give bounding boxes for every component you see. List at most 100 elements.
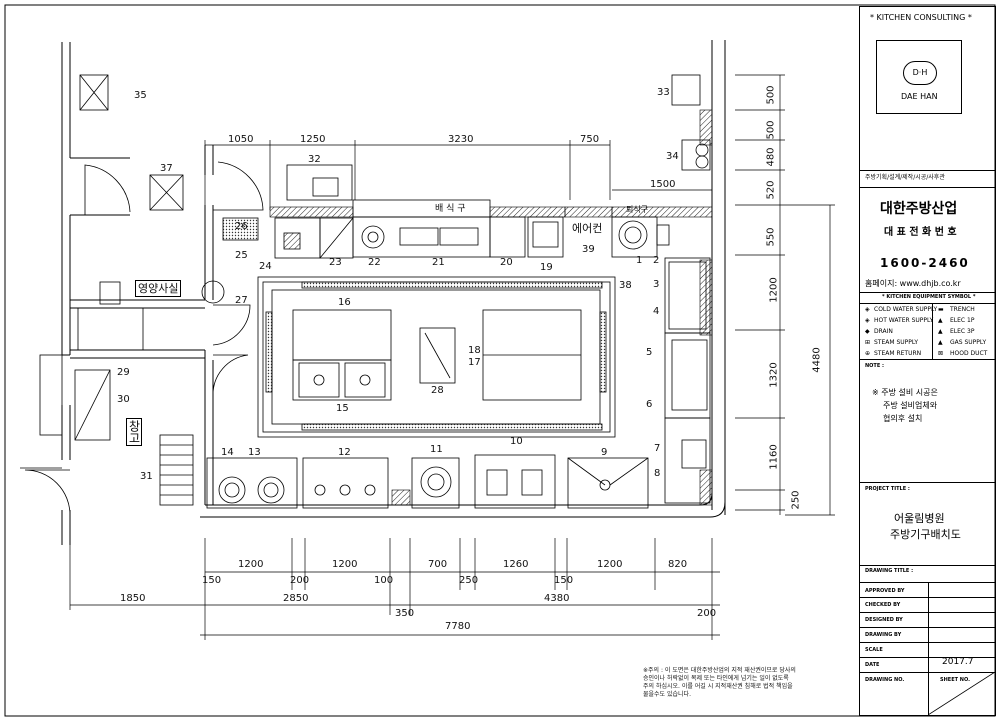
center-island bbox=[257, 276, 616, 438]
dim-bottom-r2-5: 150 bbox=[554, 575, 574, 586]
dim-bottom-r2-4: 250 bbox=[459, 575, 479, 586]
item-number: 15 bbox=[336, 403, 349, 414]
item-number: 1 bbox=[636, 255, 643, 266]
item-number: 35 bbox=[134, 90, 147, 101]
project-title-line1: 어울림병원 bbox=[894, 512, 945, 525]
item-number: 33 bbox=[657, 87, 670, 98]
item-number: 10 bbox=[510, 436, 523, 447]
drawing-title-label: DRAWING TITLE : bbox=[865, 568, 914, 574]
dim-bottom-5: 1200 bbox=[597, 559, 623, 570]
item-number: 31 bbox=[140, 471, 153, 482]
dim-bottom-4: 1260 bbox=[503, 559, 529, 570]
left-equipment bbox=[39, 74, 259, 506]
dim-right-3: 480 bbox=[765, 147, 777, 167]
serving-window-label: 배 식 구 bbox=[435, 204, 466, 214]
item-number: 30 bbox=[117, 394, 130, 405]
field-label: DESIGNED BY bbox=[865, 617, 903, 623]
item-number: 3 bbox=[653, 279, 660, 290]
dim-top-4: 750 bbox=[580, 134, 600, 145]
dim-bottom-r2-2: 200 bbox=[290, 575, 310, 586]
symbol-row: ◆DRAIN▲ELEC 3P bbox=[865, 328, 975, 335]
item-number: 39 bbox=[582, 244, 595, 255]
dim-bottom-3: 700 bbox=[428, 559, 448, 570]
item-number: 34 bbox=[666, 151, 679, 162]
project-title-label: PROJECT TITLE : bbox=[865, 486, 910, 492]
phone-label: 대 표 전 화 번 호 bbox=[884, 227, 957, 238]
field-label: DRAWING BY bbox=[865, 632, 902, 638]
item-number: 37 bbox=[160, 163, 173, 174]
dim-bottom-r3-1: 1850 bbox=[120, 593, 146, 604]
dim-bottom-1: 1200 bbox=[238, 559, 264, 570]
item-number: 8 bbox=[654, 468, 661, 479]
note-line: 주의 하십시오. 이를 어길 시 지적재산권 침해로 법적 책임을 bbox=[643, 683, 793, 690]
dim-total-bottom: 7780 bbox=[445, 621, 471, 632]
item-number: 27 bbox=[235, 295, 248, 306]
item-number: 16 bbox=[338, 297, 351, 308]
storage-label: 창고 bbox=[126, 418, 142, 446]
item-number: 32 bbox=[308, 154, 321, 165]
date-value: 2017.7 bbox=[942, 657, 974, 667]
item-number: 25 bbox=[235, 250, 248, 261]
company-logo: D·H DAE HAN bbox=[876, 40, 962, 114]
return-window-label: 퇴식구 bbox=[626, 205, 649, 214]
note-text: 협의후 설치 bbox=[883, 414, 923, 423]
dim-total-right: 4480 bbox=[811, 347, 823, 373]
project-title-line2: 주방기구배치도 bbox=[890, 528, 961, 541]
logo-mark: D·H bbox=[903, 61, 937, 85]
dim-bottom-r4-2: 200 bbox=[697, 608, 717, 619]
item-number: 11 bbox=[430, 444, 443, 455]
aircon-label: 에어컨 bbox=[572, 222, 603, 235]
field-label: CHECKED BY bbox=[865, 602, 901, 608]
symbol-row: ◈COLD WATER SUPPLY▬TRENCH bbox=[865, 306, 975, 313]
dim-right-4: 520 bbox=[765, 180, 777, 200]
sheet-no-slash bbox=[928, 672, 995, 715]
dim-top-1: 1050 bbox=[228, 134, 254, 145]
item-number: 5 bbox=[646, 347, 653, 358]
dim-right-2: 500 bbox=[765, 120, 777, 140]
sheet-no-label: SHEET NO. bbox=[940, 677, 970, 683]
item-number: 4 bbox=[653, 306, 660, 317]
item-number: 17 bbox=[468, 357, 481, 368]
note-line: 물을수도 있습니다. bbox=[643, 691, 691, 698]
door-swings bbox=[20, 161, 264, 516]
dim-bottom-r2-3: 100 bbox=[374, 575, 394, 586]
copyright-note: ※주의 : 이 도면은 대한주방산업의 지적 재산권이므로 당사의 승인이나 허… bbox=[643, 668, 848, 698]
item-number: 6 bbox=[646, 399, 653, 410]
dim-top-3: 3230 bbox=[448, 134, 474, 145]
note-text: 주방 설비업체와 bbox=[883, 401, 938, 410]
dim-bottom-2: 1200 bbox=[332, 559, 358, 570]
item-number: 23 bbox=[329, 257, 342, 268]
front-row-equipment bbox=[274, 164, 670, 259]
nutrition-room-label: 영양사실 bbox=[135, 280, 182, 297]
dim-right-8: 1160 bbox=[768, 444, 780, 470]
dim-right-9: 250 bbox=[790, 490, 802, 510]
item-number: 2 bbox=[653, 255, 660, 266]
dims-right: 500 500 480 520 550 1200 1320 1160 250 bbox=[762, 80, 802, 520]
title-block-header: * KITCHEN CONSULTING * bbox=[870, 13, 972, 22]
field-label: APPROVED BY bbox=[865, 588, 905, 594]
services-text: 주방기획/설계/제작/시공/사후관 bbox=[865, 174, 945, 181]
title-block: * KITCHEN CONSULTING * D·H DAE HAN 주방기획/… bbox=[859, 6, 996, 716]
item-number: 26 bbox=[235, 221, 248, 232]
item-number: 22 bbox=[368, 257, 381, 268]
item-number: 38 bbox=[619, 280, 632, 291]
symbol-row: ⊞STEAM SUPPLY▲GAS SUPPLY bbox=[865, 339, 987, 346]
item-number: 18 bbox=[468, 345, 481, 356]
homepage-text: 홈페이지: www.dhjb.co.kr bbox=[865, 279, 961, 288]
note-line: ※주의 : 이 도면은 대한주방산업의 지적 재산권이므로 당사의 bbox=[643, 667, 796, 674]
dim-bottom-6: 820 bbox=[668, 559, 688, 570]
field-label: SCALE bbox=[865, 647, 883, 653]
drawing-no-label: DRAWING NO. bbox=[865, 677, 905, 683]
back-row-equipment bbox=[206, 454, 649, 509]
right-equipment bbox=[664, 74, 711, 504]
dim-top-2: 1250 bbox=[300, 134, 326, 145]
hatched-walls bbox=[269, 109, 713, 506]
dim-bottom-r2-1: 150 bbox=[202, 575, 222, 586]
dim-bottom-r4-1: 350 bbox=[395, 608, 415, 619]
dim-right-6: 1200 bbox=[768, 277, 780, 303]
item-number: 19 bbox=[540, 262, 553, 273]
item-number: 12 bbox=[338, 447, 351, 458]
phone-number: 1600-2460 bbox=[880, 256, 970, 270]
